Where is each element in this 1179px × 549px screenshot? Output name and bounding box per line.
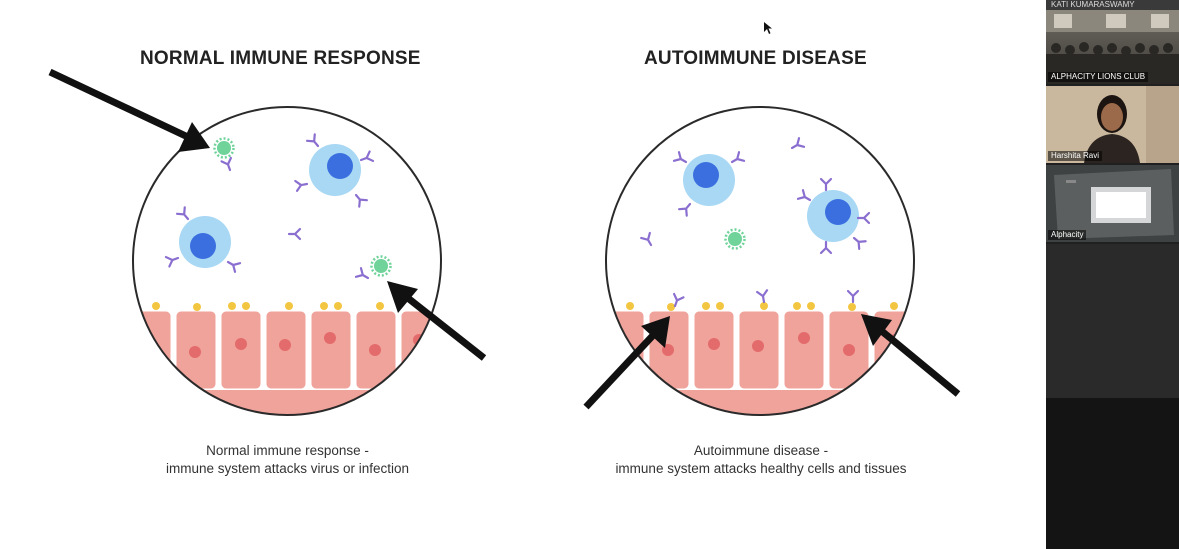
immune-cell [294, 133, 375, 208]
video-feed [1046, 86, 1179, 163]
mouse-cursor-icon [764, 22, 772, 34]
immune-cell [164, 206, 242, 273]
video-feed [1046, 165, 1179, 242]
virus [354, 255, 392, 284]
arrow-to-virus-top [48, 68, 210, 152]
virus [724, 228, 746, 250]
presentation-slide: NORMAL IMMUNE RESPONSE AUTOIMMUNE DISEAS… [0, 0, 1046, 549]
diagram-canvas [48, 68, 961, 416]
normal-response-caption: Normal immune response - immune system a… [140, 442, 435, 478]
empty-tile [1046, 398, 1179, 549]
caption-line: immune system attacks virus or infection [165, 461, 410, 476]
arrow-to-virus-bottom [387, 281, 487, 361]
normal-response-circle [132, 106, 442, 416]
participant-tile[interactable]: KATI KUMARASWAMY [1046, 0, 1179, 10]
immune-cell [672, 151, 746, 217]
participant-sidebar: KATI KUMARASWAMY ALPHACITY LIONS CLUB Ha… [1046, 0, 1179, 549]
normal-response-title: NORMAL IMMUNE RESPONSE [140, 48, 421, 69]
participant-name: ALPHACITY LIONS CLUB [1048, 72, 1149, 82]
arrow-to-healthy-cell-right [861, 314, 961, 397]
immune-cell [796, 177, 871, 255]
caption-line: Autoimmune disease - [693, 443, 829, 458]
participant-tile[interactable]: Harshita Ravi [1046, 86, 1179, 163]
participant-name: KATI KUMARASWAMY [1051, 0, 1135, 9]
arrow-to-healthy-cell-left [583, 316, 670, 410]
autoimmune-title: AUTOIMMUNE DISEASE [644, 48, 867, 69]
participant-name: Alphacity [1048, 230, 1087, 240]
participant-name: Harshita Ravi [1048, 151, 1103, 161]
participant-tile[interactable]: ALPHACITY LIONS CLUB [1046, 10, 1179, 84]
virus [213, 137, 236, 173]
autoimmune-caption: Autoimmune disease - immune system attac… [596, 442, 926, 478]
autoimmune-circle [605, 106, 915, 416]
empty-tile [1046, 244, 1179, 398]
caption-line: immune system attacks healthy cells and … [615, 461, 907, 476]
caption-line: Normal immune response - [206, 443, 369, 458]
participant-tile[interactable]: Alphacity [1046, 165, 1179, 242]
left-tissue [133, 302, 441, 415]
